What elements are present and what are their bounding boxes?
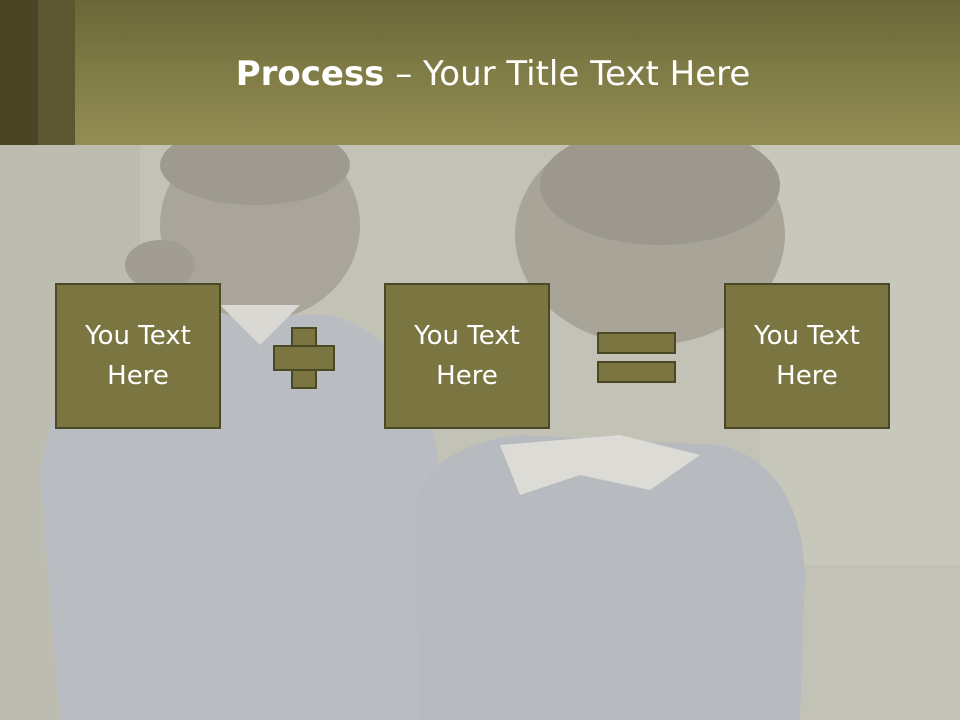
process-box-text: You Text Here xyxy=(414,321,520,391)
children-photo-illustration xyxy=(0,145,960,720)
process-box-text: You Text Here xyxy=(85,321,191,391)
title-accent-strip xyxy=(0,0,38,145)
slide-title[interactable]: Process – Your Title Text Here xyxy=(0,52,960,96)
process-box-2[interactable]: You Text Here xyxy=(384,283,550,429)
title-rest: – Your Title Text Here xyxy=(384,54,751,94)
title-bold: Process xyxy=(235,54,385,94)
background-photo xyxy=(0,145,960,720)
title-band: Process – Your Title Text Here xyxy=(0,0,960,145)
process-box-text: You Text Here xyxy=(754,321,860,391)
process-box-3[interactable]: You Text Here xyxy=(724,283,890,429)
title-accent-strip xyxy=(38,0,75,145)
process-box-1[interactable]: You Text Here xyxy=(55,283,221,429)
